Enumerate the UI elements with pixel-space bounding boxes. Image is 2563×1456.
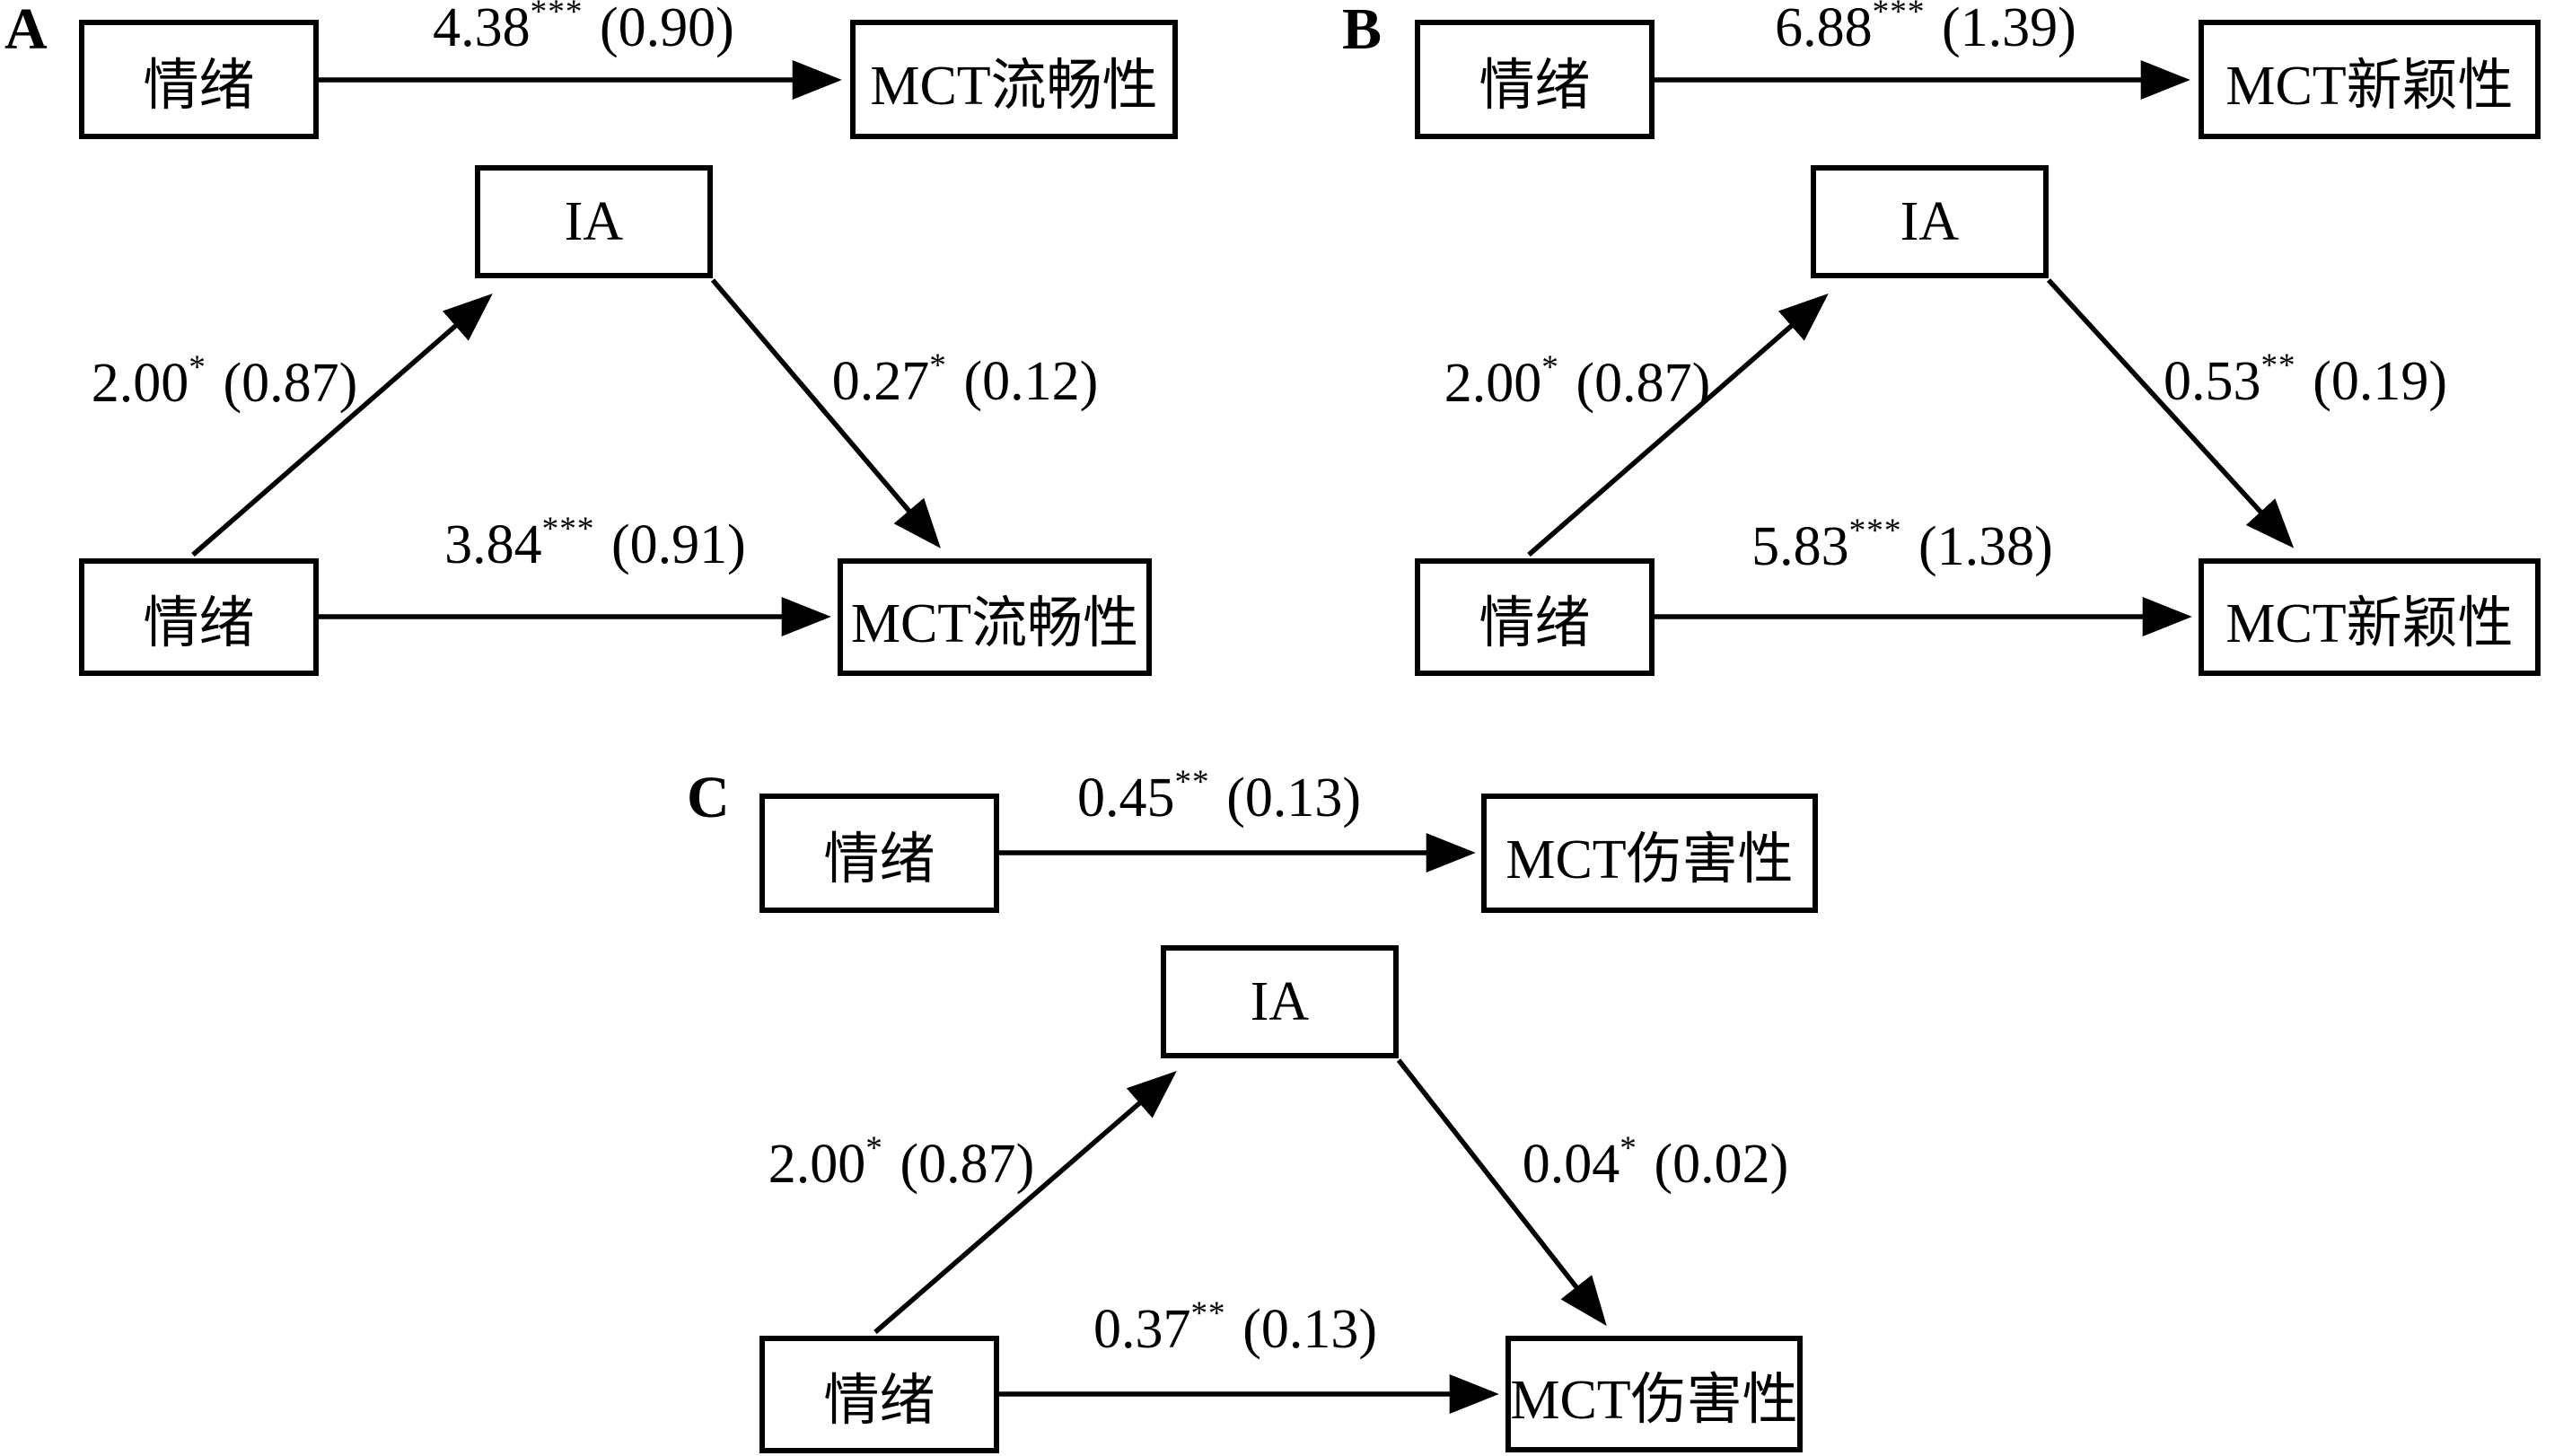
panel-c-predictor-box: 情绪 bbox=[759, 1336, 999, 1453]
panel-c-path-b-label: 0.04*(0.02) bbox=[1522, 1129, 1789, 1195]
panel-a-predictor-box-total: 情绪 bbox=[79, 20, 319, 139]
arrow-c-path-b bbox=[1396, 1058, 1607, 1327]
panel-b-total-effect-label: 6.88***(1.39) bbox=[1775, 0, 2076, 58]
panel-c-predictor-box-total: 情绪 bbox=[759, 794, 999, 913]
panel-b-direct-effect-label: 5.83***(1.38) bbox=[1751, 512, 2053, 577]
panel-c-letter: C bbox=[687, 765, 730, 830]
panel-a-direct-effect-label: 3.84***(0.91) bbox=[444, 510, 746, 575]
arrow-a-path-b bbox=[710, 278, 941, 548]
panel-b-predictor-box-total: 情绪 bbox=[1415, 20, 1655, 139]
panel-a-outcome-box-total: MCT流畅性 bbox=[850, 20, 1178, 139]
panel-b-predictor-box: 情绪 bbox=[1415, 558, 1655, 676]
panel-c-direct-effect-label: 0.37**(0.13) bbox=[1093, 1294, 1378, 1360]
panel-a-mediator-box: IA bbox=[475, 165, 713, 278]
panel-c-total-effect-label: 0.45**(0.13) bbox=[1076, 763, 1362, 829]
panel-a-predictor-box: 情绪 bbox=[79, 558, 319, 676]
panel-a-letter: A bbox=[4, 0, 48, 62]
panel-a-path-a-label: 2.00*(0.87) bbox=[91, 348, 358, 414]
panel-c-outcome-box-total: MCT伤害性 bbox=[1481, 794, 1818, 913]
panel-c-mediator-box: IA bbox=[1161, 945, 1399, 1058]
panel-a-outcome-box: MCT流畅性 bbox=[838, 558, 1152, 676]
panel-a-path-b-label: 0.27*(0.12) bbox=[831, 346, 1099, 412]
panel-c-path-a-label: 2.00*(0.87) bbox=[768, 1129, 1035, 1195]
arrow-b-path-a bbox=[1527, 293, 1829, 557]
panel-b-outcome-box-total: MCT新颖性 bbox=[2199, 20, 2541, 139]
panel-a-total-effect-label: 4.38***(0.90) bbox=[433, 0, 734, 58]
panel-b-path-b-label: 0.53**(0.19) bbox=[2163, 346, 2448, 412]
panel-b-mediator-box: IA bbox=[1811, 165, 2049, 278]
arrow-b-path-b bbox=[2046, 278, 2295, 548]
panel-b-letter: B bbox=[1342, 0, 1382, 62]
arrow-c-path-a bbox=[873, 1070, 1177, 1335]
panel-b-path-a-label: 2.00*(0.87) bbox=[1444, 348, 1711, 414]
panel-c-outcome-box: MCT伤害性 bbox=[1505, 1336, 1803, 1452]
panel-b-outcome-box: MCT新颖性 bbox=[2199, 558, 2541, 676]
arrow-a-path-a bbox=[191, 293, 493, 557]
